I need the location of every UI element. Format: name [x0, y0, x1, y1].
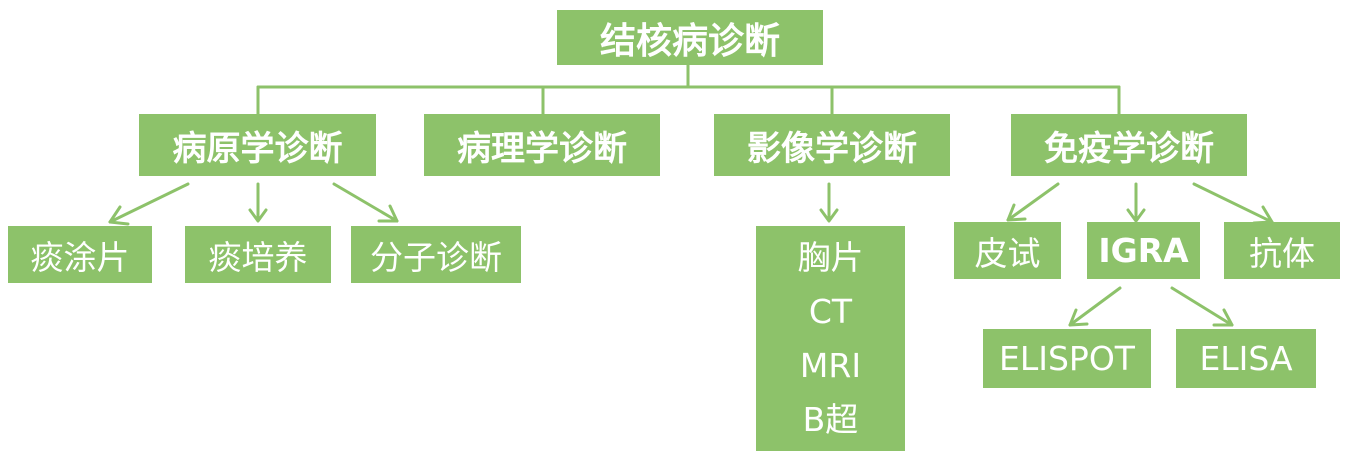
node-igra-label: IGRA	[1098, 231, 1189, 270]
node-sputum-culture-label: 痰培养	[208, 237, 308, 277]
category-imaging: 影像学诊断	[714, 114, 950, 176]
node-elispot-label: ELISPOT	[999, 339, 1135, 378]
imaging-method-ultrasound: B超	[802, 400, 859, 440]
node-imaging-methods: 胸片 CT MRI B超	[756, 226, 905, 451]
node-antibody: 抗体	[1224, 222, 1340, 279]
node-sputum-culture: 痰培养	[185, 226, 331, 283]
root-label: 结核病诊断	[599, 20, 780, 62]
arrow-etiology-to-culture	[248, 182, 268, 223]
category-etiology: 病原学诊断	[139, 114, 376, 176]
root-node: 结核病诊断	[557, 10, 823, 65]
node-sputum-smear-label: 痰涂片	[30, 237, 130, 277]
arrow-igra-to-elisa	[1170, 286, 1234, 327]
node-molecular-diagnosis-label: 分子诊断	[370, 237, 502, 277]
imaging-method-mri: MRI	[799, 346, 862, 386]
category-etiology-label: 病原学诊断	[172, 128, 343, 169]
node-molecular-diagnosis: 分子诊断	[351, 226, 521, 283]
node-skin-test-label: 皮试	[974, 233, 1041, 273]
arrow-imaging-to-methods	[819, 182, 839, 223]
category-immunology: 免疫学诊断	[1011, 114, 1247, 176]
node-sputum-smear: 痰涂片	[8, 226, 152, 283]
category-imaging-label: 影像学诊断	[747, 128, 917, 169]
imaging-method-ct: CT	[808, 291, 853, 331]
category-pathology: 病理学诊断	[424, 114, 660, 176]
arrow-etiology-to-molecular	[332, 182, 399, 223]
category-immunology-label: 免疫学诊断	[1044, 128, 1214, 169]
category-pathology-label: 病理学诊断	[457, 128, 627, 169]
node-elispot: ELISPOT	[983, 329, 1151, 388]
node-elisa: ELISA	[1176, 329, 1316, 388]
node-igra: IGRA	[1087, 222, 1200, 279]
node-skin-test: 皮试	[954, 222, 1061, 279]
node-antibody-label: 抗体	[1249, 233, 1315, 273]
arrow-immunology-to-antibody	[1192, 182, 1274, 225]
arrow-immunology-to-skin-test	[1006, 182, 1060, 222]
imaging-method-chest-xray: 胸片	[797, 237, 864, 277]
arrow-immunology-to-igra	[1126, 182, 1146, 223]
node-elisa-label: ELISA	[1199, 339, 1293, 378]
arrow-igra-to-elispot	[1068, 286, 1122, 327]
arrow-etiology-to-smear	[108, 182, 190, 226]
